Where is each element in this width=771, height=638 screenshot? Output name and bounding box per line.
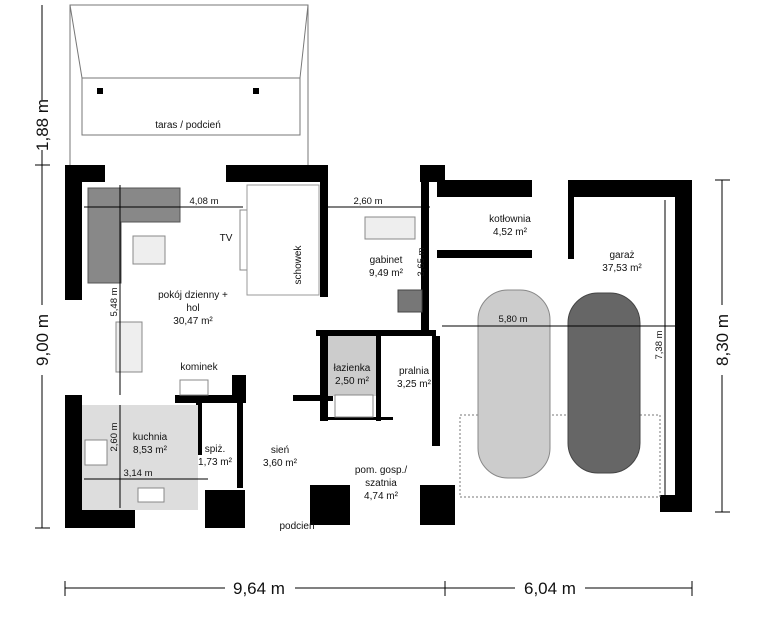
svg-text:5,80 m: 5,80 m bbox=[498, 314, 527, 325]
sink bbox=[137, 487, 165, 503]
room-labels: taras / podcień pokój dzienny + hol 30,4… bbox=[133, 120, 643, 532]
room-label: hol bbox=[186, 303, 199, 314]
room-label: pokój dzienny + bbox=[158, 290, 228, 301]
room-area: 30,47 m² bbox=[173, 316, 213, 327]
room-area: 8,53 m² bbox=[133, 445, 168, 456]
room-area: 2,50 m² bbox=[335, 376, 370, 387]
room-label: łazienka bbox=[334, 363, 371, 374]
stairs bbox=[246, 184, 320, 296]
room-area: 4,52 m² bbox=[493, 227, 528, 238]
room-label: gabinet bbox=[370, 255, 403, 266]
room-label: kotłownia bbox=[489, 214, 531, 225]
svg-text:9,00 m: 9,00 m bbox=[33, 314, 52, 366]
inner-dimensions: 4,08 m 5,48 m 2,60 m 3,65 m 5,80 m 7,38 … bbox=[84, 185, 675, 508]
svg-text:2,60 m: 2,60 m bbox=[109, 422, 120, 451]
svg-text:3,14 m: 3,14 m bbox=[123, 468, 152, 479]
car-dark bbox=[567, 292, 641, 474]
coffee-table bbox=[132, 235, 166, 265]
svg-text:4,08 m: 4,08 m bbox=[189, 196, 218, 207]
garage-door-outline bbox=[459, 414, 661, 498]
bathroom-floor bbox=[328, 336, 376, 396]
fireplace bbox=[179, 379, 209, 396]
schowek-label: schowek bbox=[293, 245, 304, 285]
svg-text:8,30 m: 8,30 m bbox=[713, 314, 732, 366]
room-area: 9,49 m² bbox=[369, 268, 404, 279]
outer-dimensions: 1,88 m 9,00 m 8,30 m 9,64 m 6,04 m bbox=[30, 5, 734, 598]
desk bbox=[364, 216, 416, 240]
room-label: taras / podcień bbox=[155, 120, 221, 131]
svg-text:5,48 m: 5,48 m bbox=[109, 287, 120, 316]
furniture bbox=[82, 184, 661, 510]
shower bbox=[334, 394, 374, 418]
room-label: sień bbox=[271, 445, 289, 456]
tv-label: TV bbox=[220, 233, 233, 244]
room-area: 4,74 m² bbox=[364, 491, 399, 502]
svg-text:2,60 m: 2,60 m bbox=[353, 196, 382, 207]
room-area: 3,25 m² bbox=[397, 379, 432, 390]
room-area: 1,73 m² bbox=[198, 457, 233, 468]
kominek-label: kominek bbox=[180, 362, 218, 373]
room-label: podcień bbox=[279, 521, 314, 532]
room-area: 37,53 m² bbox=[602, 263, 642, 274]
room-label: szatnia bbox=[365, 478, 397, 489]
armchair bbox=[397, 289, 423, 313]
sofa bbox=[87, 187, 181, 284]
svg-text:9,64 m: 9,64 m bbox=[233, 579, 285, 598]
room-label: kuchnia bbox=[133, 432, 168, 443]
room-area: 3,60 m² bbox=[263, 458, 298, 469]
terrace bbox=[69, 4, 309, 165]
svg-text:1,88 m: 1,88 m bbox=[33, 99, 52, 151]
room-label: pralnia bbox=[399, 366, 429, 377]
walls bbox=[65, 165, 692, 528]
svg-text:6,04 m: 6,04 m bbox=[524, 579, 576, 598]
svg-text:3,65 m: 3,65 m bbox=[416, 247, 427, 276]
room-label: garaż bbox=[609, 250, 634, 261]
car-light bbox=[477, 289, 551, 479]
room-label: spiż. bbox=[205, 444, 226, 455]
room-label: pom. gosp./ bbox=[355, 465, 407, 476]
stove bbox=[84, 439, 108, 466]
svg-text:7,38 m: 7,38 m bbox=[654, 330, 665, 359]
